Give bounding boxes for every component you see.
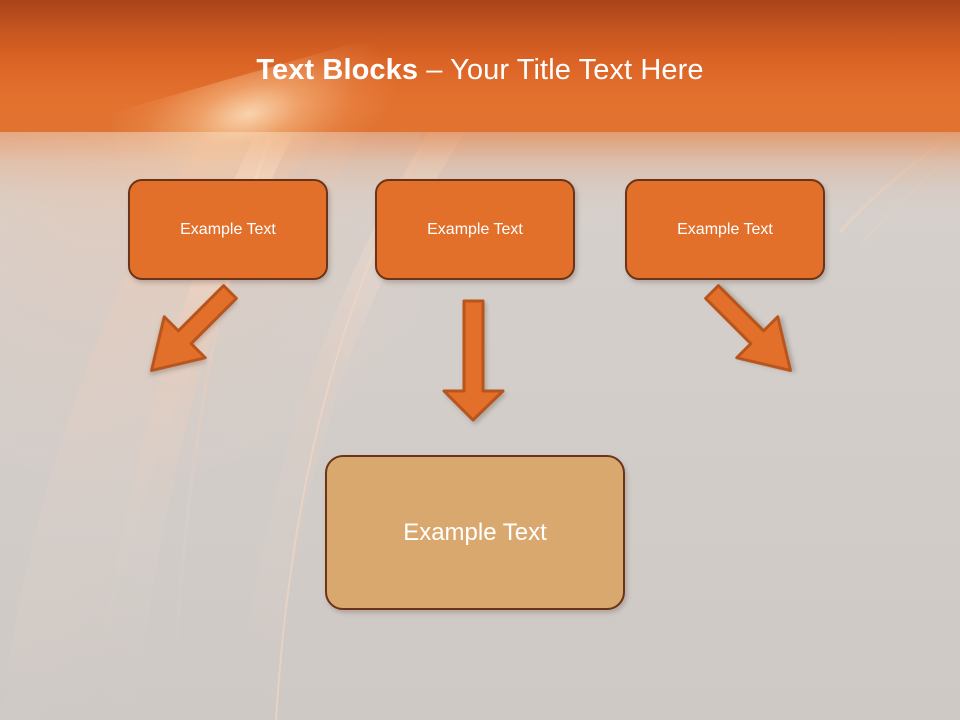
- text-block-2-label: Example Text: [427, 220, 523, 238]
- text-block-1-label: Example Text: [180, 220, 276, 238]
- page-title-bold: Text Blocks: [256, 54, 419, 86]
- result-text-block-label: Example Text: [403, 518, 547, 546]
- text-block-3-label: Example Text: [677, 220, 773, 238]
- result-text-block[interactable]: Example Text: [325, 455, 625, 610]
- text-block-3[interactable]: Example Text: [625, 179, 825, 280]
- text-block-1[interactable]: Example Text: [128, 179, 328, 280]
- page-title-regular: – Your Title Text Here: [418, 54, 704, 86]
- page-title: Text Blocks – Your Title Text Here: [0, 52, 960, 88]
- text-block-2[interactable]: Example Text: [375, 179, 575, 280]
